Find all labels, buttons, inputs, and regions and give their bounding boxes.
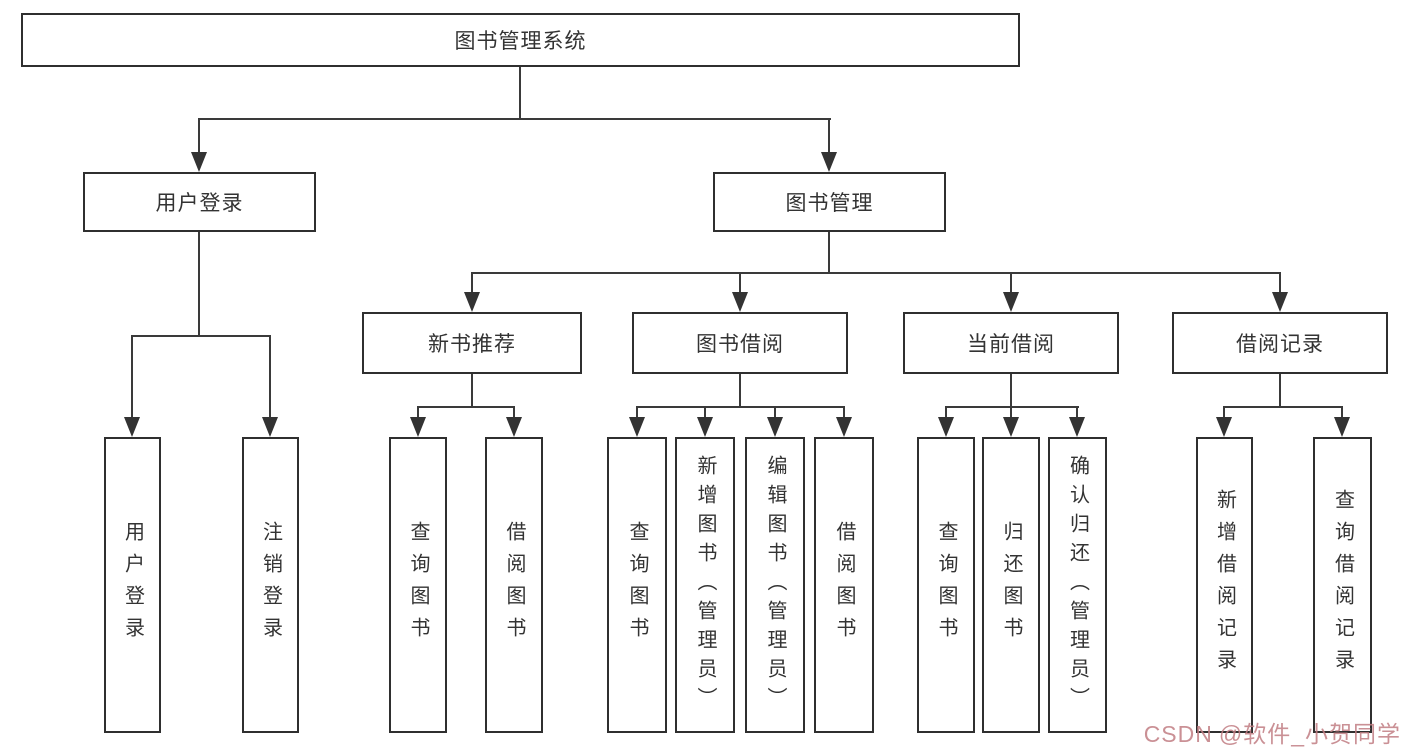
connector-line — [417, 406, 515, 408]
connector-line — [513, 406, 515, 420]
arrow-down-icon — [506, 417, 522, 437]
arrow-down-icon — [410, 417, 426, 437]
connector-line — [1223, 406, 1343, 408]
connector-line — [131, 335, 133, 421]
node-label: 图书借阅 — [696, 333, 784, 356]
connector-line — [131, 335, 271, 337]
connector-line — [1341, 406, 1343, 420]
connector-line — [198, 232, 200, 336]
arrow-down-icon — [1003, 292, 1019, 312]
connector-line — [471, 272, 1281, 274]
leaf-cb-confirm-return-admin: 确认归还（管理员） — [1048, 437, 1107, 733]
leaf-user-login: 用户登录 — [104, 437, 161, 733]
arrow-down-icon — [1272, 292, 1288, 312]
leaf-label: 查询图书 — [935, 521, 957, 649]
arrow-down-icon — [262, 417, 278, 437]
leaf-br-query-record: 查询借阅记录 — [1313, 437, 1372, 733]
leaf-label: 编辑图书（管理员） — [764, 454, 786, 716]
node-label: 图书管理 — [785, 192, 874, 215]
leaf-cb-return-books: 归还图书 — [982, 437, 1040, 733]
leaf-bb-query-books: 查询图书 — [607, 437, 667, 733]
leaf-bb-edit-books-admin: 编辑图书（管理员） — [745, 437, 805, 733]
arrow-down-icon — [697, 417, 713, 437]
node-library-system: 图书管理系统 — [21, 13, 1020, 67]
connector-line — [774, 406, 776, 420]
watermark-site: CSDN — [1143, 721, 1213, 747]
leaf-nb-borrow-books: 借阅图书 — [485, 437, 543, 733]
arrow-down-icon — [836, 417, 852, 437]
arrow-down-icon — [629, 417, 645, 437]
connector-line — [1010, 272, 1012, 294]
connector-line — [1010, 374, 1012, 408]
node-new-book-recommend: 新书推荐 — [362, 312, 582, 374]
connector-line — [417, 406, 419, 420]
connector-line — [636, 406, 845, 408]
arrow-down-icon — [124, 417, 140, 437]
arrow-down-icon — [191, 152, 207, 172]
leaf-label: 归还图书 — [1000, 521, 1022, 649]
node-user-login: 用户登录 — [83, 172, 316, 232]
node-label: 当前借阅 — [967, 333, 1055, 356]
connector-line — [198, 118, 831, 120]
node-book-borrowing: 图书借阅 — [632, 312, 848, 374]
leaf-label: 查询图书 — [626, 521, 648, 649]
connector-line — [198, 118, 200, 154]
leaf-label: 新增借阅记录 — [1213, 489, 1236, 681]
connector-line — [828, 232, 830, 274]
node-label: 图书管理系统 — [454, 30, 587, 53]
arrow-down-icon — [464, 292, 480, 312]
leaf-label: 借阅图书 — [833, 521, 855, 649]
leaf-label: 用户登录 — [121, 521, 144, 649]
arrow-down-icon — [938, 417, 954, 437]
arrow-down-icon — [767, 417, 783, 437]
node-book-management: 图书管理 — [713, 172, 946, 232]
leaf-label: 借阅图书 — [503, 521, 525, 649]
connector-line — [519, 67, 521, 119]
connector-line — [636, 406, 638, 420]
connector-line — [828, 118, 830, 154]
arrow-down-icon — [1003, 417, 1019, 437]
node-current-borrowing: 当前借阅 — [903, 312, 1119, 374]
watermark: CSDN@软件_小贺同学 — [1144, 715, 1401, 747]
arrow-down-icon — [821, 152, 837, 172]
connector-line — [945, 406, 947, 420]
leaf-label: 新增图书（管理员） — [694, 454, 716, 716]
node-label: 借阅记录 — [1236, 333, 1324, 356]
connector-line — [471, 374, 473, 408]
leaf-label: 注销登录 — [259, 521, 282, 649]
arrow-down-icon — [732, 292, 748, 312]
leaf-label: 查询借阅记录 — [1331, 489, 1354, 681]
leaf-cb-query-books: 查询图书 — [917, 437, 975, 733]
leaf-nb-query-books: 查询图书 — [389, 437, 447, 733]
watermark-author: @软件_小贺同学 — [1218, 721, 1401, 747]
connector-line — [843, 406, 845, 420]
connector-line — [1076, 406, 1078, 420]
arrow-down-icon — [1334, 417, 1350, 437]
connector-line — [471, 272, 473, 294]
connector-line — [739, 374, 741, 408]
arrow-down-icon — [1069, 417, 1085, 437]
arrow-down-icon — [1216, 417, 1232, 437]
connector-line — [704, 406, 706, 420]
node-borrow-records: 借阅记录 — [1172, 312, 1388, 374]
connector-line — [1279, 272, 1281, 294]
connector-line — [945, 406, 1079, 408]
leaf-label: 确认归还（管理员） — [1066, 454, 1089, 716]
connector-line — [1279, 374, 1281, 408]
leaf-label: 查询图书 — [407, 521, 429, 649]
leaf-bb-borrow-books: 借阅图书 — [814, 437, 874, 733]
leaf-bb-add-books-admin: 新增图书（管理员） — [675, 437, 735, 733]
leaf-logout-login: 注销登录 — [242, 437, 299, 733]
node-label: 用户登录 — [155, 192, 244, 215]
leaf-br-add-record: 新增借阅记录 — [1196, 437, 1253, 733]
node-label: 新书推荐 — [428, 333, 516, 356]
connector-line — [269, 335, 271, 421]
connector-line — [1223, 406, 1225, 420]
connector-line — [1010, 406, 1012, 420]
connector-line — [739, 272, 741, 294]
